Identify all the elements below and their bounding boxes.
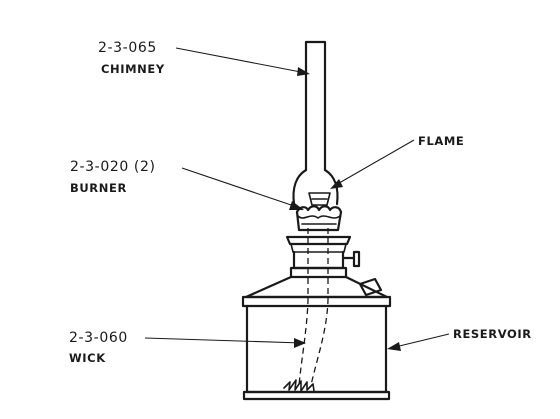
reservoir xyxy=(241,275,392,401)
filler-cap xyxy=(358,277,383,297)
wick-arrowhead xyxy=(294,338,306,348)
reservoir-rim xyxy=(241,295,392,308)
wick-right-edge xyxy=(310,228,329,386)
burner-crown xyxy=(295,205,343,214)
wick-part-number: 2-3-060 xyxy=(69,330,128,346)
chimney-leader xyxy=(175,47,307,74)
burner xyxy=(285,205,361,279)
leader-lines xyxy=(144,47,450,351)
burner-neck xyxy=(292,250,345,270)
reservoir-body xyxy=(245,304,388,394)
burner-part-number: 2-3-020 (2) xyxy=(70,159,156,175)
burner-collar-lower xyxy=(290,243,347,253)
chimney-bulge-left xyxy=(292,168,308,206)
flame-leader xyxy=(333,139,415,187)
burner-crown-detail xyxy=(297,215,341,219)
reservoir-leader xyxy=(390,333,450,349)
burner-collar xyxy=(285,235,352,246)
burner-label: BURNER xyxy=(70,181,127,195)
burner-base xyxy=(289,266,348,279)
burner-gallery xyxy=(295,210,343,232)
flame xyxy=(308,192,331,206)
chimney xyxy=(292,40,339,206)
wick-knob xyxy=(341,250,361,268)
flame-arrowhead xyxy=(330,179,343,189)
chimney-label: CHIMNEY xyxy=(101,62,165,76)
wick xyxy=(283,228,329,392)
flame-label: FLAME xyxy=(418,134,464,148)
reservoir-bottom xyxy=(242,390,391,401)
wick-frayed-end xyxy=(283,379,315,392)
burner-arrowhead xyxy=(289,201,304,210)
reservoir-label: RESERVOIR xyxy=(453,327,532,341)
chimney-arrowhead xyxy=(297,67,310,76)
labels: 2-3-065 CHIMNEY FLAME 2-3-020 (2) BURNER… xyxy=(69,40,532,365)
wick-left-edge xyxy=(298,228,309,386)
flame-shape xyxy=(308,192,331,206)
chimney-part-number: 2-3-065 xyxy=(98,40,157,56)
reservoir-arrowhead xyxy=(387,342,401,351)
chimney-tube-right xyxy=(304,40,327,172)
wick-label: WICK xyxy=(69,351,106,365)
wick-leader xyxy=(144,337,303,344)
burner-leader xyxy=(181,167,301,209)
